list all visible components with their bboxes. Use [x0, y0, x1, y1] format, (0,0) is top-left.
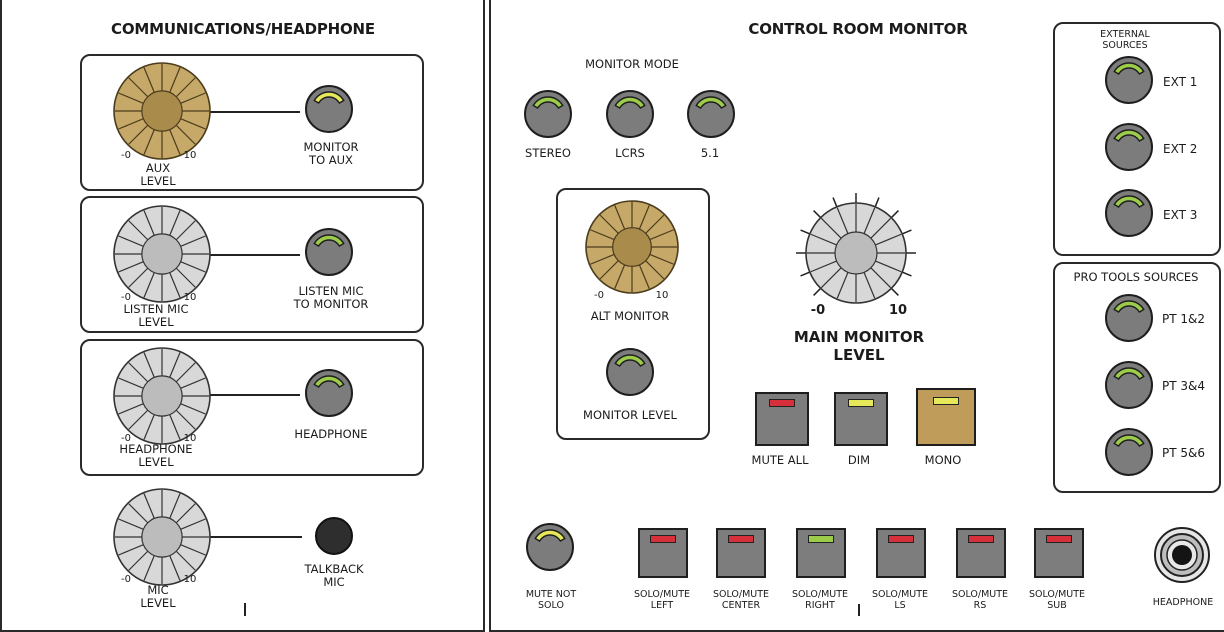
solo-mute-center-button[interactable]: [716, 528, 766, 578]
main-monitor-level-knob[interactable]: [792, 189, 920, 317]
alt-min: -0: [594, 290, 604, 301]
monitor-level-label: MONITOR LEVEL: [583, 409, 677, 422]
headphone-label: HEADPHONE: [294, 428, 367, 441]
pt34-label: PT 3&4: [1162, 379, 1205, 393]
lcrs-knob[interactable]: [604, 88, 656, 140]
aux-level-knob[interactable]: [100, 49, 224, 173]
main-monitor-level-label: MAIN MONITOR LEVEL: [794, 328, 924, 364]
ext1-knob[interactable]: [1103, 54, 1155, 106]
alt-monitor-label: ALT MONITOR: [591, 310, 669, 323]
lcrs-label: LCRS: [615, 147, 645, 160]
mono-label: MONO: [925, 454, 962, 467]
pt56-label: PT 5&6: [1162, 446, 1205, 460]
listen-mic-level-label: LISTEN MIC LEVEL: [124, 303, 189, 329]
dim-button[interactable]: [834, 392, 888, 446]
pt56-knob[interactable]: [1103, 426, 1155, 478]
stereo-label: STEREO: [525, 147, 571, 160]
alt-monitor-knob[interactable]: [572, 187, 692, 307]
ext3-label: EXT 3: [1163, 208, 1197, 222]
solo-mute-sub-label: SOLO/MUTE SUB: [1029, 589, 1085, 611]
mic-level-knob[interactable]: [100, 475, 224, 599]
main-min: -0: [811, 302, 825, 320]
monitor-to-aux-knob[interactable]: [303, 83, 355, 135]
headphone-jack-icon[interactable]: [1152, 525, 1212, 585]
mute-all-button[interactable]: [755, 392, 809, 446]
solo-mute-right-button[interactable]: [796, 528, 846, 578]
solo-mute-left-button[interactable]: [638, 528, 688, 578]
listen-mic-to-monitor-knob[interactable]: [303, 226, 355, 278]
main-max: 10: [889, 302, 907, 320]
listen-mic-to-monitor-label: LISTEN MIC TO MONITOR: [294, 285, 369, 311]
ext3-knob[interactable]: [1103, 187, 1155, 239]
aux-level-label: AUX LEVEL: [140, 162, 175, 188]
alt-max: 10: [656, 290, 669, 301]
talkback-mic[interactable]: [315, 517, 353, 555]
mono-button[interactable]: [916, 388, 976, 446]
mic-max: 10: [184, 574, 197, 585]
communications-title: COMMUNICATIONS/HEADPHONE: [0, 20, 486, 38]
dim-label: DIM: [848, 454, 870, 467]
headphone-knob[interactable]: [303, 367, 355, 419]
solo-mute-left-label: SOLO/MUTE LEFT: [634, 589, 690, 611]
pt12-label: PT 1&2: [1162, 312, 1205, 326]
solo-mute-sub-button[interactable]: [1034, 528, 1084, 578]
ext1-label: EXT 1: [1163, 75, 1197, 89]
ext2-knob[interactable]: [1103, 121, 1155, 173]
five-one-knob[interactable]: [685, 88, 737, 140]
headphone-level-label: HEADPHONE LEVEL: [119, 443, 192, 469]
ext2-label: EXT 2: [1163, 142, 1197, 156]
solo-mute-right-label: SOLO/MUTE RIGHT: [792, 589, 848, 611]
monitor-to-aux-label: MONITOR TO AUX: [303, 141, 358, 167]
pt34-knob[interactable]: [1103, 359, 1155, 411]
solo-mute-rs-label: SOLO/MUTE RS: [952, 589, 1008, 611]
solo-mute-ls-label: SOLO/MUTE LS: [872, 589, 928, 611]
headphone-jack-label: HEADPHONE: [1153, 597, 1213, 608]
external-sources-title: EXTERNAL SOURCES: [1100, 29, 1150, 51]
mute-all-label: MUTE ALL: [752, 454, 809, 467]
monitor-mode-label: MONITOR MODE: [585, 58, 679, 71]
listen-mic-level-knob[interactable]: [100, 192, 224, 316]
solo-mute-rs-button[interactable]: [956, 528, 1006, 578]
right-panel-bottom-mark: [858, 604, 860, 616]
left-panel-bottom-mark: [244, 603, 246, 616]
headphone-level-knob[interactable]: [100, 334, 224, 458]
solo-mute-ls-button[interactable]: [876, 528, 926, 578]
control-room-title: CONTROL ROOM MONITOR: [700, 20, 1016, 38]
mute-not-solo-knob[interactable]: [524, 521, 576, 573]
mute-not-solo-label: MUTE NOT SOLO: [526, 589, 576, 611]
stereo-knob[interactable]: [522, 88, 574, 140]
aux-min: -0: [121, 150, 131, 161]
solo-mute-center-label: SOLO/MUTE CENTER: [713, 589, 769, 611]
mic-min: -0: [121, 574, 131, 585]
aux-max: 10: [184, 150, 197, 161]
pro-tools-sources-title: PRO TOOLS SOURCES: [1074, 271, 1199, 284]
pt12-knob[interactable]: [1103, 292, 1155, 344]
five-one-label: 5.1: [701, 147, 719, 160]
monitor-level-knob[interactable]: [604, 346, 656, 398]
mic-level-label: MIC LEVEL: [140, 584, 175, 610]
talkback-mic-label: TALKBACK MIC: [304, 563, 363, 589]
